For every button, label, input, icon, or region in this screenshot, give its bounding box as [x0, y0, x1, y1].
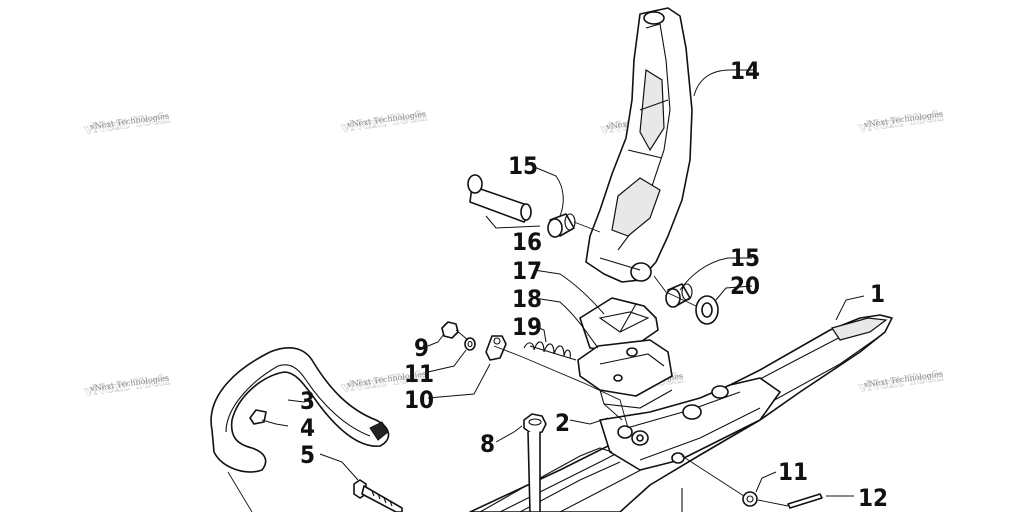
- part-nut-9: [441, 321, 459, 339]
- part-bushing-lower: [665, 283, 693, 308]
- callout-20: 20: [730, 272, 760, 300]
- part-washer-20: [695, 295, 719, 325]
- callout-17: 17: [512, 257, 542, 285]
- watermark-2: vNext Tech vNext Technologies: [339, 108, 428, 137]
- callout-3: 3: [300, 387, 315, 415]
- assembly-lines: [227, 221, 789, 512]
- part-ski-loop: [210, 347, 390, 473]
- callout-2: 2: [555, 409, 570, 437]
- part-ski-runner: [469, 314, 893, 512]
- callout-1: 1: [870, 280, 885, 308]
- part-ski-loop-insert: [249, 409, 267, 425]
- callout-4: 4: [300, 414, 315, 442]
- callouts: 1 2 3 4 5 8 9 10 11 11 12 14 15 15 16 17…: [300, 57, 888, 512]
- part-bolt: [353, 479, 403, 512]
- part-bushing-upper: [547, 213, 576, 238]
- callout-11-lower: 11: [778, 458, 808, 486]
- part-bracket: [577, 339, 673, 409]
- callout-14: 14: [730, 57, 760, 85]
- part-plate-10: [485, 335, 507, 361]
- part-washer-11-lower: [742, 491, 758, 507]
- part-washer-11-upper: [464, 337, 476, 351]
- callout-8: 8: [480, 430, 495, 458]
- callout-10: 10: [404, 386, 434, 414]
- watermark-8: vNext Tech vNext Technologies: [856, 368, 945, 397]
- part-nut: [523, 413, 547, 512]
- callout-11-upper: 11: [404, 360, 434, 388]
- watermark-1: vNext Tech vNext Technologies: [82, 110, 171, 139]
- watermark-5: vNext Tech vNext Technologies: [82, 372, 171, 401]
- callout-15-upper: 15: [508, 152, 538, 180]
- callout-18: 18: [512, 285, 542, 313]
- callout-16: 16: [512, 228, 542, 256]
- part-spring: [523, 341, 577, 361]
- callout-12: 12: [858, 484, 888, 512]
- callout-5: 5: [300, 441, 315, 469]
- part-spindle: [585, 7, 693, 283]
- callout-9: 9: [414, 334, 429, 362]
- callout-15-lower: 15: [730, 244, 760, 272]
- leader-lines: [261, 69, 865, 497]
- part-ski-bushing: [617, 425, 649, 446]
- part-shaft: [467, 174, 532, 223]
- watermark-4: vNext Tech vNext Technologies: [856, 108, 945, 137]
- callout-19: 19: [512, 313, 542, 341]
- part-cotter-pin-12: [787, 493, 823, 509]
